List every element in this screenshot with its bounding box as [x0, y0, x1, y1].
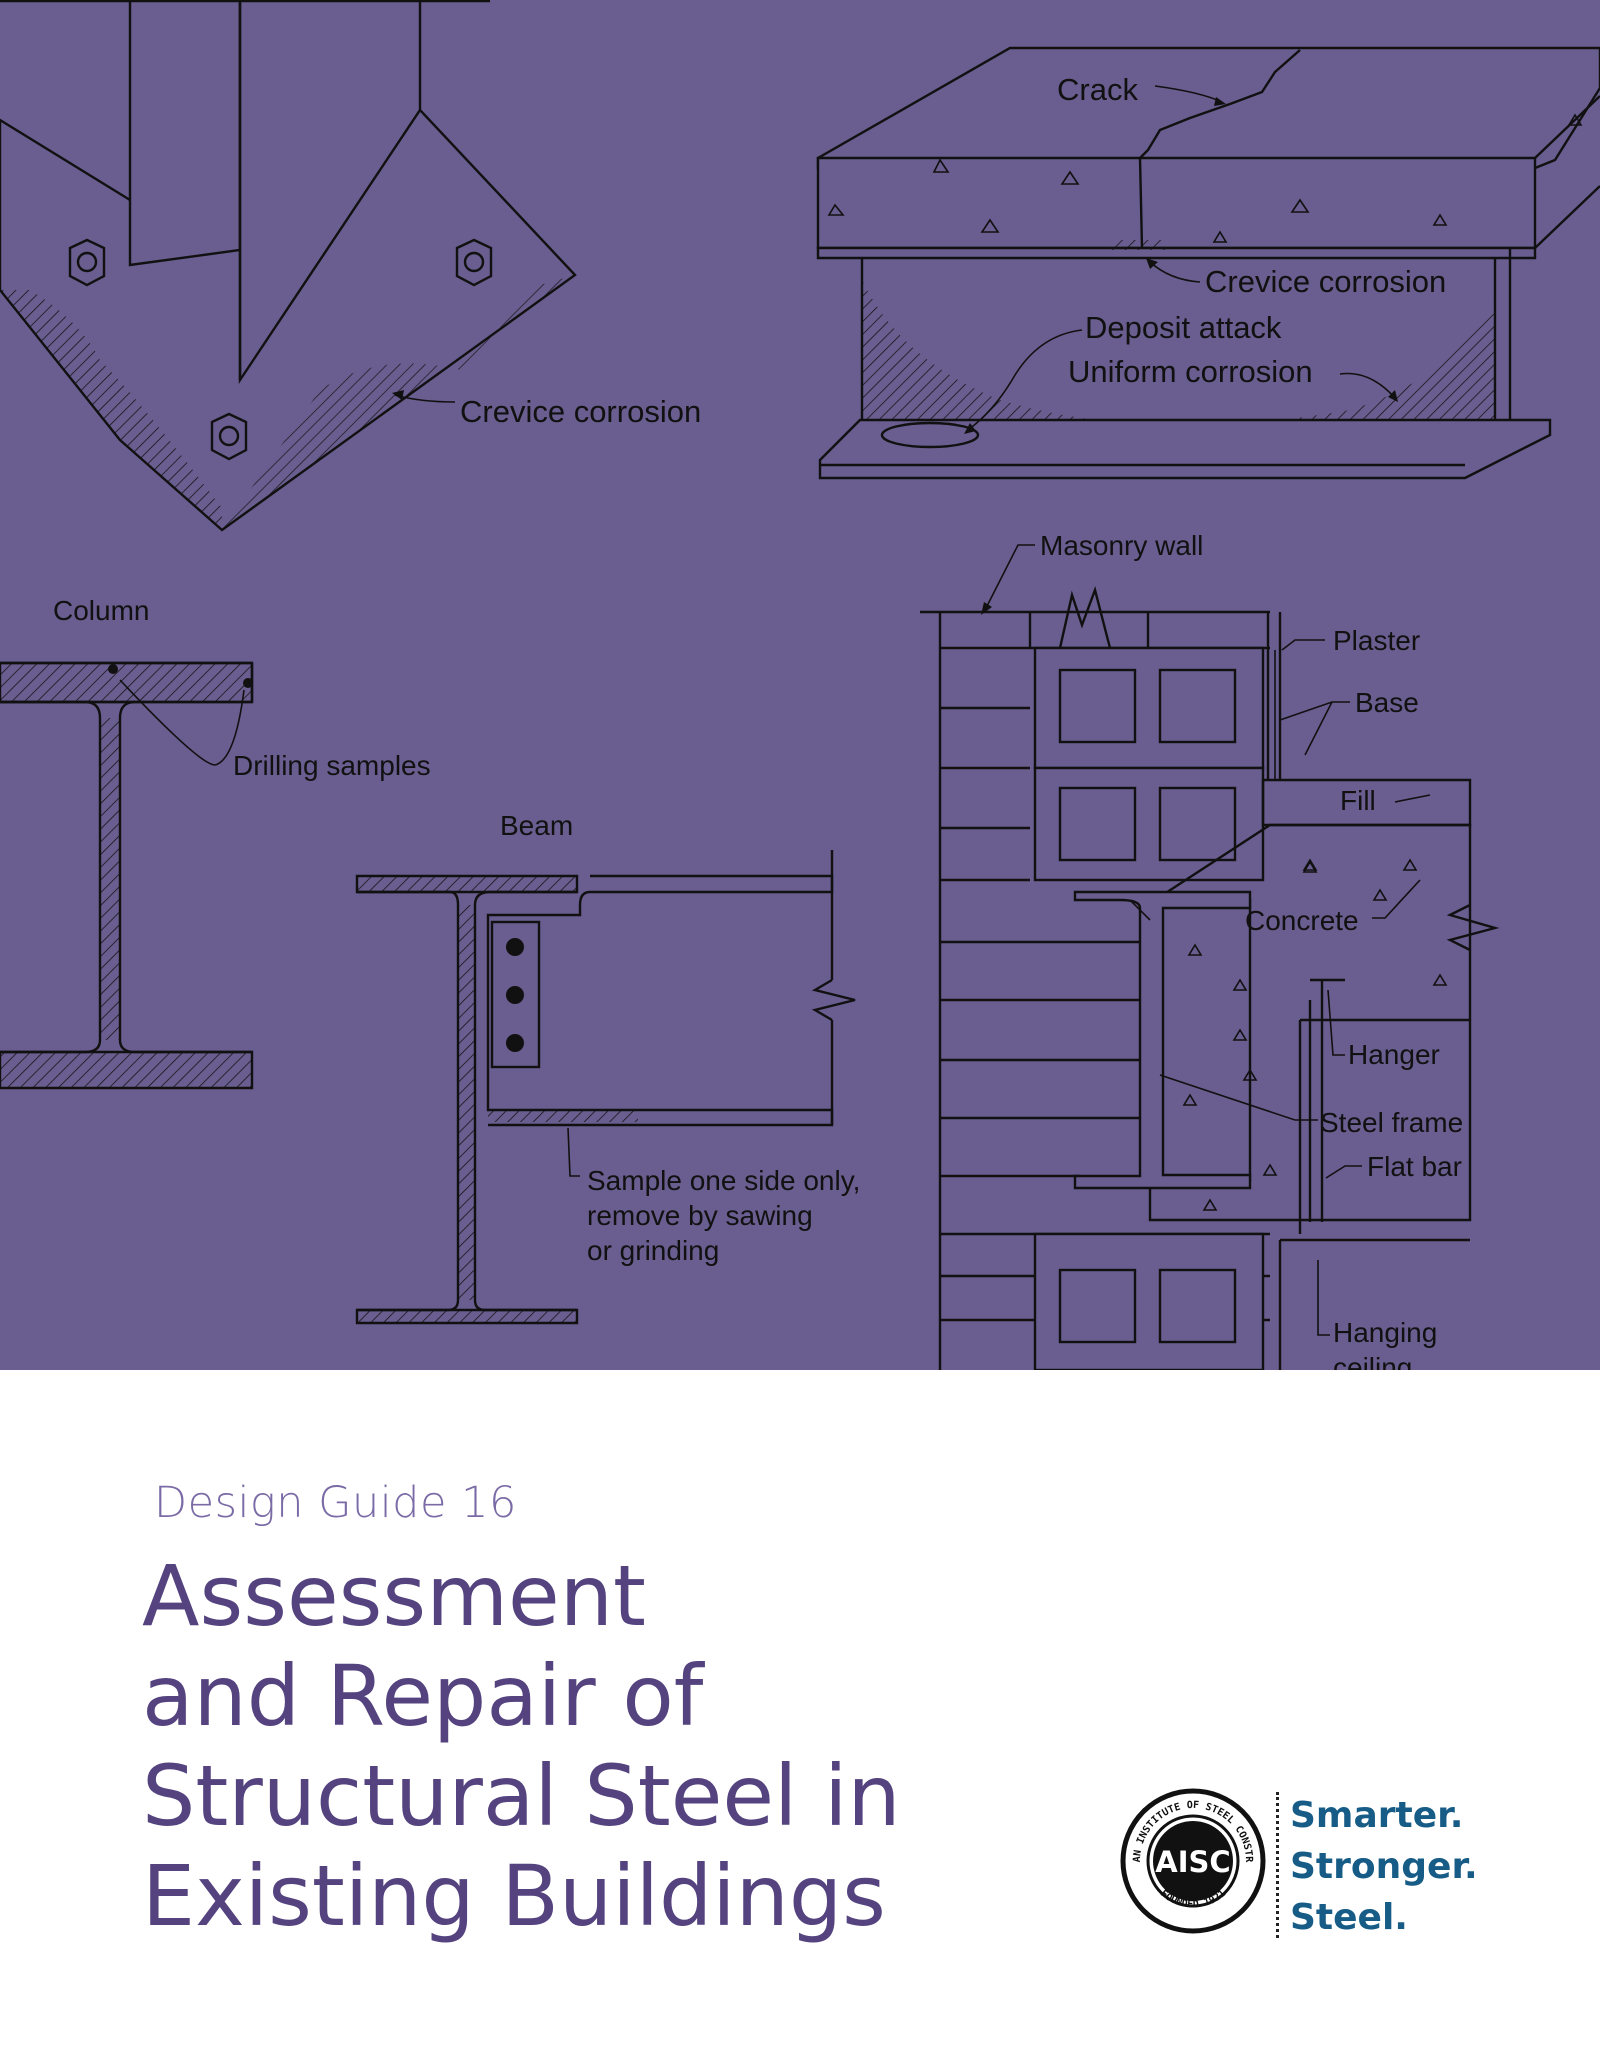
column-drilling-drawing: Column Drilling samples [0, 595, 431, 1090]
title-line: Existing Buildings [142, 1847, 886, 1945]
title-line: Assessment [142, 1547, 646, 1645]
label-sample-note-1: Sample one side only, [587, 1165, 860, 1196]
label-concrete: Concrete [1245, 905, 1359, 936]
aisc-seal-logo: AMERICAN INSTITUTE OF STEEL CONSTRUCTION… [1118, 1786, 1266, 1934]
series-label: Design Guide 16 [154, 1478, 517, 1528]
label-ceiling: ceiling [1333, 1352, 1412, 1370]
label-sample-note-3: or grinding [587, 1235, 719, 1266]
tagline-line: Smarter. [1290, 1795, 1464, 1836]
label-deposit-attack: Deposit attack [1085, 310, 1282, 345]
masonry-wall-drawing: Masonry wall [920, 530, 1500, 1370]
label-base: Base [1355, 687, 1419, 718]
tagline-line: Steel. [1290, 1897, 1408, 1938]
label-fill: Fill [1340, 785, 1376, 816]
label-plaster: Plaster [1333, 625, 1420, 656]
label-steel-frame: Steel frame [1320, 1107, 1463, 1138]
brand-divider [1276, 1792, 1279, 1938]
tagline: Smarter. Stronger. Steel. [1290, 1790, 1478, 1943]
base-plate-drawing: Crevice corrosion [0, 0, 701, 532]
label-uniform-corrosion: Uniform corrosion [1068, 354, 1313, 389]
beam-connection-drawing: Beam Sample one side only, remove by saw… [355, 810, 860, 1325]
seal-monogram: AISC [1155, 1845, 1230, 1879]
title-block: Design Guide 16 Assessment and Repair of… [142, 1478, 962, 1946]
publisher-brand: AMERICAN INSTITUTE OF STEEL CONSTRUCTION… [1118, 1786, 1498, 1946]
label-column: Column [53, 595, 149, 626]
label-beam: Beam [500, 810, 573, 841]
label-sample-note-2: remove by sawing [587, 1200, 813, 1231]
document-title: Assessment and Repair of Structural Stee… [142, 1546, 962, 1946]
label-crevice-corrosion-left: Crevice corrosion [460, 394, 701, 429]
label-hanging: Hanging [1333, 1317, 1437, 1348]
title-line: Structural Steel in [142, 1747, 901, 1845]
label-crevice-corrosion-right: Crevice corrosion [1205, 264, 1446, 299]
cover-illustration: Crevice corrosion Crack Crevice corrosio… [0, 0, 1600, 1370]
label-crack: Crack [1057, 72, 1138, 107]
title-line: and Repair of [142, 1647, 704, 1745]
label-hanger: Hanger [1348, 1039, 1440, 1070]
slab-beam-drawing: Crack Crevice corrosion Deposit attack U… [816, 46, 1600, 480]
tagline-line: Stronger. [1290, 1846, 1478, 1887]
label-drilling-samples: Drilling samples [233, 750, 431, 781]
label-flat-bar: Flat bar [1367, 1151, 1462, 1182]
label-masonry-wall: Masonry wall [1040, 530, 1203, 561]
technical-drawings: Crevice corrosion Crack Crevice corrosio… [0, 0, 1600, 1370]
